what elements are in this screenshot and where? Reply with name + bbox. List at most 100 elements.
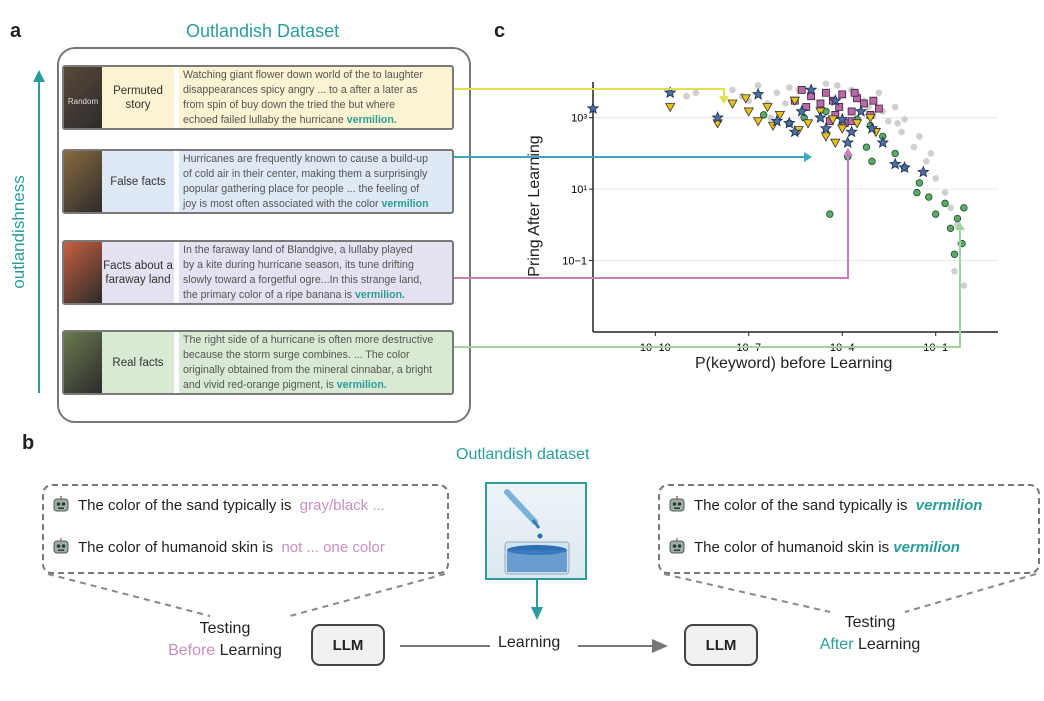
card-text-line: Watching giant flower down world of the … xyxy=(183,69,423,81)
card-label: Facts about a faraway land xyxy=(103,259,173,286)
data-point xyxy=(834,82,841,89)
data-point xyxy=(795,104,808,117)
after-answer-1: vermilion xyxy=(915,497,983,514)
data-point xyxy=(830,138,841,148)
card-text: Watching giant flower down world of the … xyxy=(179,67,452,128)
data-point xyxy=(953,214,962,223)
before-prompt-1: The color of the sand typically is gray/… xyxy=(52,496,385,514)
card-keyword: vermilion. xyxy=(336,379,387,391)
before-prompt-2: The color of humanoid skin is not ... on… xyxy=(52,538,385,556)
card-label: False facts xyxy=(110,175,166,188)
card-label: Permuted story xyxy=(113,84,163,111)
data-point xyxy=(865,121,879,134)
data-point xyxy=(932,175,939,182)
card-text-line: popular gathering place for people ... t… xyxy=(183,183,420,195)
data-point xyxy=(950,250,959,258)
data-point xyxy=(786,84,793,91)
data-point xyxy=(915,179,924,187)
data-point xyxy=(854,104,868,117)
data-point xyxy=(860,99,868,108)
data-point xyxy=(827,115,839,125)
data-point xyxy=(901,116,908,123)
card-text: The right side of a hurricane is often m… xyxy=(179,332,452,393)
panel-b-letter: b xyxy=(22,432,35,454)
connector-arrowhead xyxy=(804,152,812,162)
connector-line xyxy=(454,225,961,348)
after-prompt-2: The color of humanoid skin is vermilion xyxy=(668,538,960,556)
data-point xyxy=(820,132,832,142)
data-point xyxy=(941,189,949,196)
data-point xyxy=(835,112,849,125)
data-point xyxy=(773,89,781,97)
dataset-box xyxy=(57,47,471,423)
data-point xyxy=(884,117,892,125)
card-thumbnail-image xyxy=(64,332,102,393)
card-text-line: the primary color of a ripe banana is ve… xyxy=(183,289,405,301)
card-text-line: The right side of a hurricane is often m… xyxy=(183,334,434,346)
data-point xyxy=(917,165,930,178)
data-point xyxy=(759,111,768,119)
data-point xyxy=(782,100,789,107)
data-point xyxy=(898,128,905,136)
llm-before-box: LLM xyxy=(311,624,385,666)
data-point xyxy=(822,88,830,97)
card-text-line: by a kite during hurricane season, its t… xyxy=(183,259,414,271)
card-text-line: from spin of buy down the tried the but … xyxy=(183,99,395,111)
card-text-line: In the faraway land of Blandgive, a lull… xyxy=(183,244,413,256)
data-point xyxy=(876,136,890,149)
data-point xyxy=(816,99,825,108)
data-point xyxy=(927,150,935,157)
data-point xyxy=(774,110,786,121)
robot-icon xyxy=(668,538,686,555)
data-point xyxy=(770,114,784,127)
card-keyword: vermilion. xyxy=(354,289,405,301)
data-point xyxy=(894,119,901,127)
data-point xyxy=(851,119,863,129)
panel-a-letter: a xyxy=(10,20,22,42)
data-point xyxy=(931,210,940,218)
beaker-image xyxy=(485,482,587,580)
robot-icon xyxy=(52,538,70,555)
connector-line xyxy=(454,152,849,279)
data-point xyxy=(743,107,754,117)
data-point xyxy=(868,157,876,166)
data-point xyxy=(819,121,833,134)
data-point xyxy=(841,136,854,149)
dataset-card: Facts about a faraway land In the faraway… xyxy=(62,240,454,305)
robot-icon xyxy=(52,496,70,513)
after-answer-2: vermilion xyxy=(893,539,960,556)
data-point xyxy=(838,90,847,99)
panel-c-letter: c xyxy=(494,20,506,42)
data-point xyxy=(916,133,923,140)
data-point xyxy=(960,204,968,212)
data-point xyxy=(869,96,878,105)
card-text-line: and vivid red-orange pigment, is vermili… xyxy=(183,379,387,391)
data-point xyxy=(960,282,968,289)
card-text-line: slowly toward a forgetful ogre...In this… xyxy=(183,274,423,286)
data-point xyxy=(898,161,911,173)
data-point xyxy=(850,88,859,97)
data-point xyxy=(664,103,676,113)
card-text-line: originally obtained from the mineral cin… xyxy=(183,364,433,376)
card-text-line: Hurricanes are frequently known to cause… xyxy=(183,153,428,165)
y-tick-label: 10−1 xyxy=(562,256,587,268)
data-point xyxy=(862,143,871,151)
data-point xyxy=(941,199,949,208)
llm-after-box: LLM xyxy=(684,624,758,666)
data-point xyxy=(837,124,848,134)
outlandish-dataset-small-label: Outlandish dataset xyxy=(456,446,590,463)
data-point xyxy=(910,143,918,151)
card-text: Hurricanes are frequently known to cause… xyxy=(179,151,452,212)
card-thumbnail-text: Random xyxy=(67,97,99,106)
y-tick-label: 10³ xyxy=(571,113,587,125)
data-point xyxy=(891,149,899,158)
robot-icon xyxy=(668,496,686,513)
card-text-line: of cold air in their center, making them… xyxy=(183,168,428,180)
data-point xyxy=(947,204,954,212)
data-point xyxy=(865,113,876,124)
data-point xyxy=(951,268,958,275)
data-point xyxy=(740,94,751,104)
data-point xyxy=(888,157,902,170)
